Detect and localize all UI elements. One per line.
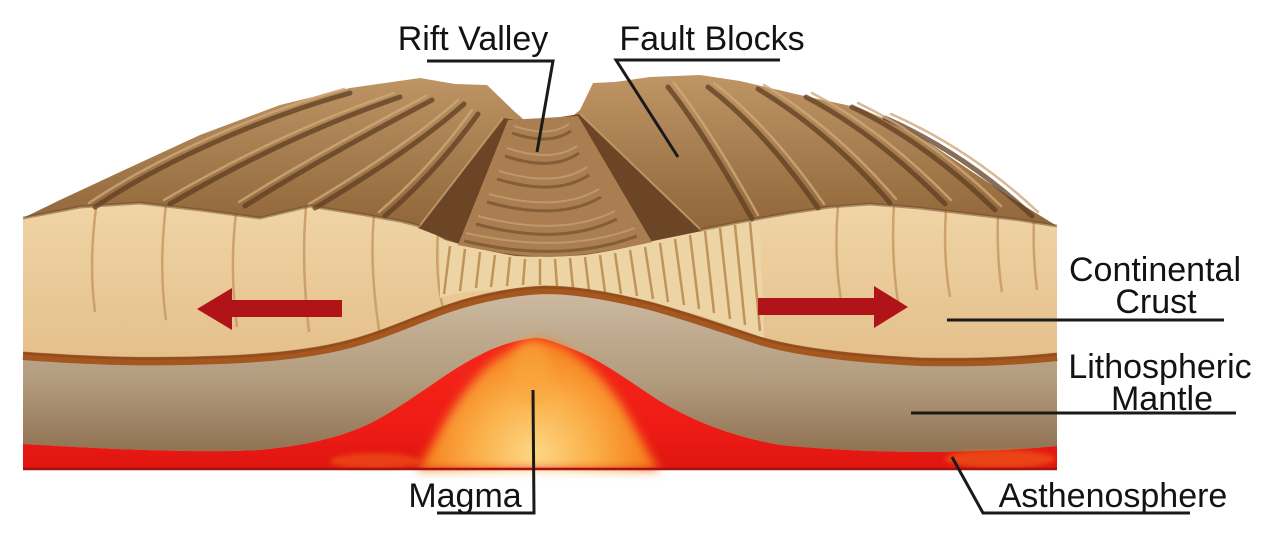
lithospheric-mantle-layer — [23, 290, 1057, 452]
divergence-arrow-left — [197, 288, 342, 330]
continental-crust-label-line1: Continental — [1069, 251, 1241, 289]
fault-blocks-leader-line — [613, 58, 780, 158]
asthenosphere-glow-right — [945, 450, 1055, 468]
lithospheric-mantle-label-line1: Lithospheric — [1068, 348, 1251, 386]
skirt-fringe-strokes — [442, 221, 762, 332]
ridge-highlight-lines — [87, 81, 1040, 217]
asthenosphere-label: Asthenosphere — [999, 477, 1228, 515]
crust-mantle-boundary-line — [22, 285, 1058, 367]
lithospheric-mantle-label-line2: Mantle — [1111, 380, 1213, 418]
terrain-front-lip-shadow — [22, 201, 1058, 232]
valley-floor-wrinkles-light — [465, 123, 636, 244]
crust-crack-lines — [90, 203, 1039, 337]
asthenosphere-glow-left — [330, 453, 420, 469]
valley-rim-highlights — [417, 113, 703, 232]
rift-valley-label: Rift Valley — [398, 20, 549, 58]
crust-mantle-boundary-shadow — [22, 285, 1058, 361]
asthenosphere-leader-line — [950, 456, 1190, 515]
rift-valley-leader-line — [427, 59, 555, 153]
magma-label: Magma — [408, 477, 521, 515]
continental-crust-label-line2: Crust — [1115, 283, 1197, 321]
valley-floor-wrinkles-dark — [463, 129, 638, 253]
fault-blocks-label: Fault Blocks — [619, 20, 804, 58]
magma-leader-line — [437, 389, 536, 515]
magma-plume — [416, 340, 660, 470]
ridge-shadow-lines — [92, 84, 1035, 222]
divergence-arrow-right — [758, 286, 908, 328]
magma-apex-glow — [511, 340, 551, 404]
